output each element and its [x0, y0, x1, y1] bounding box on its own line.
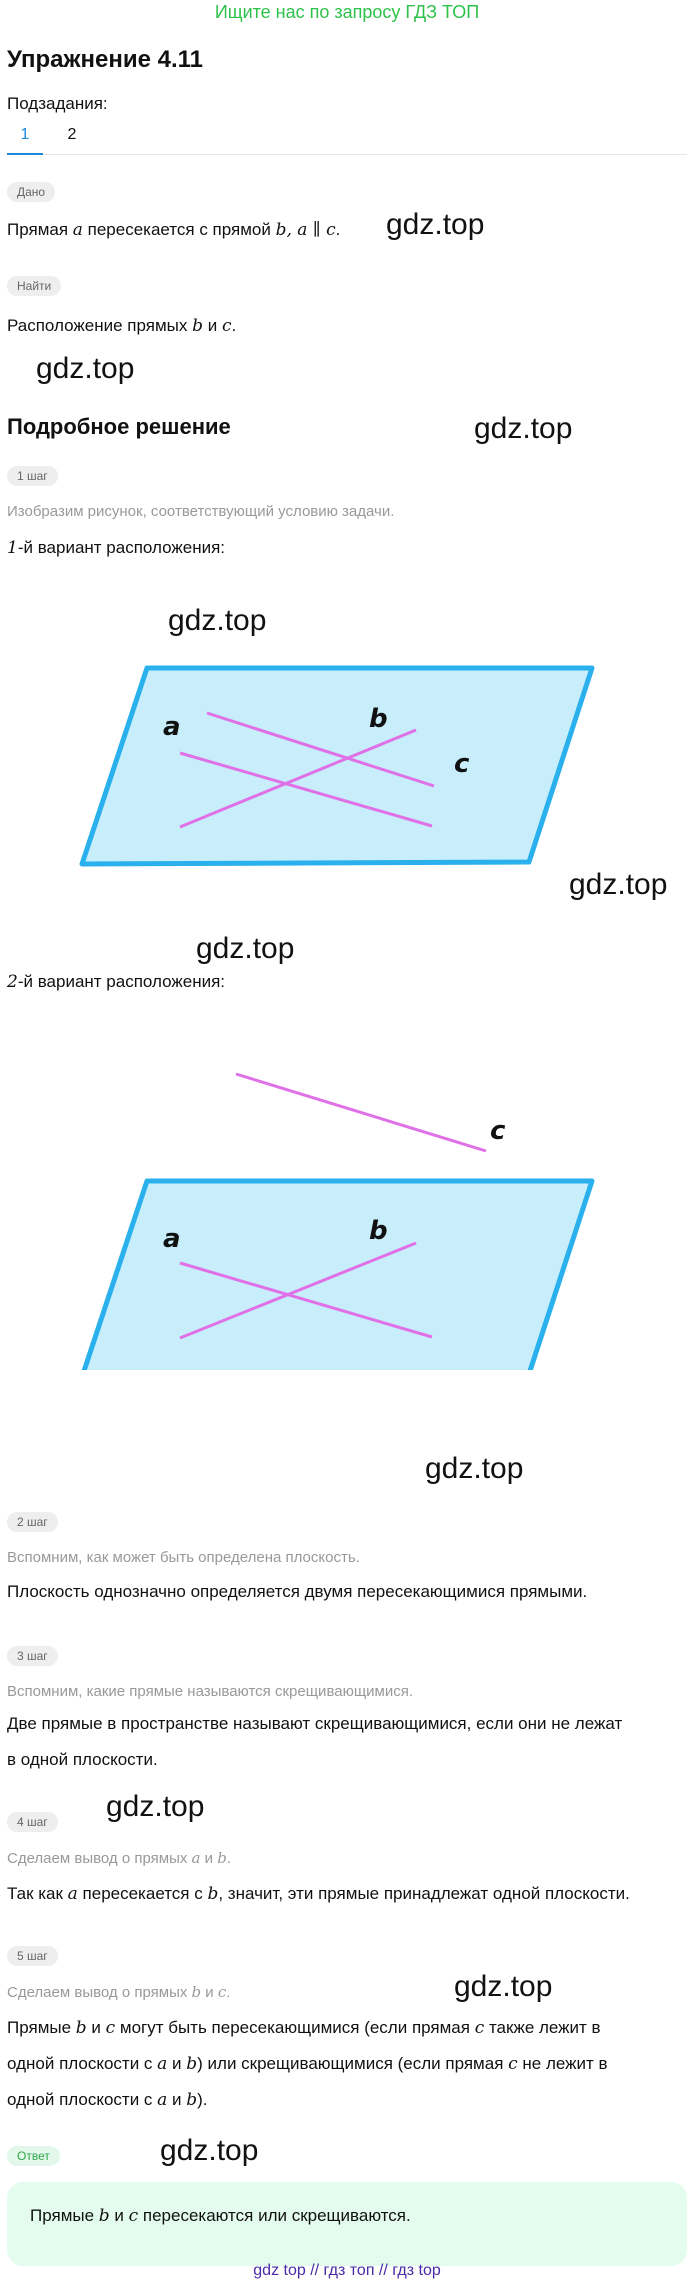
label-b: b	[369, 704, 388, 734]
figure-variant-2: c a b	[81, 1072, 595, 1370]
tab-2[interactable]: 2	[67, 126, 77, 143]
watermark: gdz.top	[569, 868, 668, 901]
variant-1-title: 1-й вариант расположения:	[7, 538, 226, 558]
watermark: gdz.top	[106, 1790, 205, 1823]
step-5-text-line1: Прямые b и c могут быть пересекающимися …	[7, 2018, 601, 2038]
step-3-chip: 3 шаг	[7, 1646, 58, 1666]
step-3-hint: Вспомним, какие прямые называются скрещи…	[7, 1683, 414, 1700]
active-tab-indicator	[7, 153, 43, 155]
watermark: gdz.top	[386, 208, 485, 241]
footer-links[interactable]: gdz top // гдз топ // гдз top	[253, 2262, 441, 2279]
subtasks-label: Подзадания:	[7, 94, 108, 113]
watermark: gdz.top	[168, 604, 267, 637]
label-b: b	[369, 1216, 388, 1246]
step-4-text: Так как a пересекается с b, значит, эти …	[7, 1884, 630, 1904]
watermark: gdz.top	[160, 2134, 259, 2167]
label-a: a	[163, 712, 181, 742]
watermark: gdz.top	[36, 352, 135, 385]
answer-text: Прямые b и c пересекаются или скрещивают…	[30, 2206, 411, 2226]
given-text: Прямая a пересекается с прямой b, a ∥ c.	[7, 220, 341, 240]
watermark: gdz.top	[474, 412, 573, 445]
variant-2-title: 2-й вариант расположения:	[7, 972, 226, 992]
solution-title: Подробное решение	[7, 414, 231, 439]
step-2-text: Плоскость однозначно определяется двумя …	[7, 1582, 588, 1601]
answer-box	[7, 2182, 687, 2266]
given-chip: Дано	[7, 182, 56, 202]
line-c	[179, 728, 417, 829]
plane-shape	[79, 665, 595, 867]
watermark: gdz.top	[196, 932, 295, 965]
answer-chip: Ответ	[7, 2146, 60, 2166]
figure-variant-1: a b c	[79, 665, 595, 867]
line-c	[235, 1072, 487, 1153]
step-2-chip: 2 шаг	[7, 1512, 58, 1532]
step-4-chip: 4 шаг	[7, 1812, 58, 1832]
label-a: a	[163, 1224, 181, 1254]
line-a	[179, 751, 433, 828]
step-1-chip: 1 шаг	[7, 466, 58, 486]
step-3-text-line2: в одной плоскости.	[7, 1750, 158, 1769]
label-c: c	[454, 749, 470, 779]
line-b	[179, 1241, 417, 1340]
tabs-divider	[7, 154, 687, 155]
line-b	[206, 711, 435, 788]
find-text: Расположение прямых b и c.	[7, 316, 237, 336]
step-5-chip: 5 шаг	[7, 1946, 58, 1966]
find-chip: Найти	[7, 276, 62, 296]
step-5-text-line2: одной плоскости с a и b) или скрещивающи…	[7, 2054, 608, 2074]
watermark: gdz.top	[425, 1452, 524, 1485]
search-hint-link[interactable]: Ищите нас по запросу ГДЗ ТОП	[214, 2, 480, 22]
step-5-hint: Сделаем вывод о прямых b и c.	[7, 1983, 231, 2001]
step-5-text-line3: одной плоскости с a и b).	[7, 2090, 208, 2110]
line-a	[179, 1261, 433, 1339]
step-3-text-line1: Две прямые в пространстве называют скрещ…	[7, 1714, 623, 1733]
step-1-hint: Изобразим рисунок, соответствующий услов…	[7, 503, 395, 520]
exercise-title: Упражнение 4.11	[7, 46, 204, 73]
tab-1[interactable]: 1	[20, 126, 30, 143]
step-2-hint: Вспомним, как может быть определена плос…	[7, 1549, 360, 1566]
step-4-hint: Сделаем вывод о прямых a и b.	[7, 1849, 231, 1867]
watermark: gdz.top	[454, 1970, 553, 2003]
label-c: c	[490, 1116, 506, 1146]
